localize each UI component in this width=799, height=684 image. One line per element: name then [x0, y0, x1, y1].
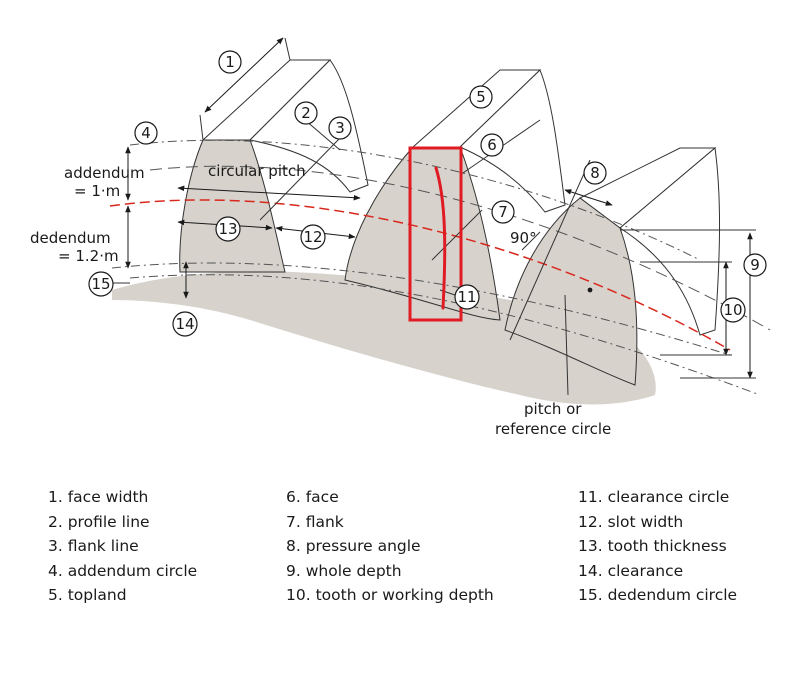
svg-text:8: 8 — [590, 164, 600, 182]
angle-label: 90° — [510, 229, 537, 247]
svg-text:12: 12 — [303, 228, 322, 246]
legend-item: 3. flank line — [48, 537, 139, 555]
circular-pitch-label: circular pitch — [208, 162, 306, 180]
marker-3: 3 — [328, 116, 352, 140]
svg-text:14: 14 — [175, 315, 194, 333]
legend-column-2: 6. face 7. flank 8. pressure angle 9. wh… — [286, 485, 494, 608]
svg-text:15: 15 — [91, 275, 110, 293]
marker-6: 6 — [480, 133, 504, 157]
legend-column-3: 11. clearance circle 12. slot width 13. … — [578, 485, 737, 608]
marker-8: 8 — [583, 161, 607, 185]
pitch-label-line1: pitch or — [524, 400, 582, 418]
marker-12: 12 — [300, 224, 326, 250]
legend-item: 2. profile line — [48, 512, 150, 531]
highlight-box — [408, 146, 463, 322]
svg-text:13: 13 — [218, 220, 237, 238]
pressure-angle-arrow — [564, 189, 613, 206]
marker-10: 10 — [720, 297, 746, 323]
dedendum-label: dedendum — [30, 229, 111, 247]
marker-15: 15 — [88, 271, 114, 297]
highlight-stroke — [434, 166, 447, 310]
marker-5: 5 — [469, 85, 493, 109]
dedendum-circle — [111, 262, 731, 356]
legend-item: 15. dedendum circle — [578, 586, 738, 604]
clearance-circle — [129, 274, 761, 396]
svg-text:6: 6 — [487, 136, 497, 154]
face-width-arrow — [204, 37, 284, 113]
svg-text:3: 3 — [335, 119, 345, 137]
legend-item: 4. addendum circle — [48, 561, 198, 580]
legend-item: 5. topland — [48, 586, 127, 604]
legend-item: 12. slot width — [578, 512, 684, 531]
marker-13: 13 — [215, 216, 241, 242]
pitch-reference-circle — [149, 165, 771, 331]
dedendum-formula: = 1.2·m — [58, 247, 119, 265]
marker-14: 14 — [172, 311, 198, 337]
marker-7: 7 — [491, 200, 515, 224]
marker-4: 4 — [134, 121, 158, 145]
svg-text:9: 9 — [750, 256, 760, 274]
legend-item: 8. pressure angle — [286, 537, 421, 555]
marker-2: 2 — [294, 101, 318, 125]
marker-1: 1 — [218, 50, 242, 74]
svg-text:11: 11 — [457, 288, 476, 306]
legend-item: 6. face — [286, 488, 339, 506]
gear-tooth-1 — [179, 59, 369, 273]
addendum-formula: = 1·m — [74, 182, 120, 200]
addendum-label: addendum — [64, 164, 145, 182]
gear-tooth-3 — [504, 147, 721, 386]
pitch-label-line2: reference circle — [495, 420, 611, 438]
legend-item: 9. whole depth — [286, 561, 402, 580]
marker-11: 11 — [454, 284, 480, 310]
legend-item: 1. face width — [48, 488, 149, 506]
legend-item: 14. clearance — [578, 561, 684, 580]
circular-pitch-arrow — [177, 185, 361, 201]
legend-item: 13. tooth thickness — [578, 537, 727, 555]
legend-item: 10. tooth or working depth — [286, 586, 494, 604]
legend-column-1: 1. face width 2. profile line 3. flank l… — [48, 485, 197, 608]
svg-text:4: 4 — [141, 124, 151, 142]
svg-text:1: 1 — [225, 53, 235, 71]
legend-item: 11. clearance circle — [578, 488, 730, 506]
marker-9: 9 — [743, 253, 767, 277]
svg-text:5: 5 — [476, 88, 486, 106]
svg-text:2: 2 — [301, 104, 311, 122]
svg-text:10: 10 — [723, 301, 742, 319]
legend-item: 7. flank — [286, 512, 344, 531]
svg-text:7: 7 — [498, 203, 508, 221]
